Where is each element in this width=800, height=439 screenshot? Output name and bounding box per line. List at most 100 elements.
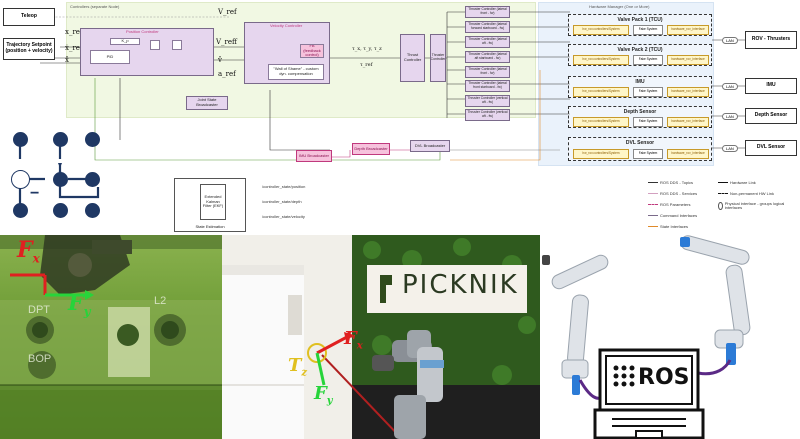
valve1-interface-label: hardware_rov_interface bbox=[671, 27, 705, 32]
teleop-label: Teleop bbox=[21, 13, 37, 20]
gain-label: K_p bbox=[121, 38, 129, 44]
lab-fy-axis: Fy bbox=[314, 383, 333, 407]
dvl-group-title: DVL Sensor bbox=[625, 140, 655, 146]
thruster-allocation-label: Thruster Controller bbox=[430, 53, 446, 61]
trajectory-setpoint-box: Trajectory Setpoint (position + velocity… bbox=[3, 38, 55, 60]
dvl-interface: hardware_rov_interface bbox=[667, 149, 709, 159]
thruster-label-4: Thruster Controller (lateral aft starboa… bbox=[468, 52, 507, 60]
thrust-controller: Thrust Controller bbox=[400, 34, 425, 82]
imu-box: IMU bbox=[745, 78, 797, 94]
valve-pack-1-group: Valve Pack 1 (TCU) hw_rov.controllers/Sy… bbox=[568, 14, 712, 36]
signal-x-ref: x_ref bbox=[65, 28, 83, 36]
imu-label: IMU bbox=[766, 82, 776, 89]
position-controller-title: Position Controller bbox=[126, 29, 159, 34]
velocity-controller-title: Velocity Controller bbox=[270, 23, 303, 28]
loop-node-8 bbox=[85, 203, 100, 218]
loop-node-5 bbox=[85, 172, 100, 187]
legend-parameters-label: ROS Parameters bbox=[660, 202, 691, 207]
lab-photo: PICKNIK Tz Fx Fy bbox=[222, 235, 540, 439]
legend-physical: Physical interface - groups logical inte… bbox=[718, 201, 796, 211]
lan-pill-1: LAN bbox=[722, 37, 738, 44]
thruster-label-1: Thruster Controller (lateral front - fw) bbox=[468, 7, 507, 15]
thruster-controller-6: Thruster Controller (lateral front starb… bbox=[465, 80, 510, 92]
legend-physical-swatch bbox=[718, 202, 723, 211]
depth-component-label: hw_rov.controllers/System bbox=[582, 119, 620, 124]
wall-of-shame-block: "Wall of Shame" - custom dyn. compensati… bbox=[268, 64, 324, 80]
ros-logo-text: ROS bbox=[638, 365, 690, 390]
thruster-label-7: Thruster Controller (vertical aft - fw) bbox=[467, 96, 508, 104]
valve1-component-label: hw_rov.controllers/System bbox=[582, 27, 620, 32]
pid-label: PID bbox=[106, 53, 114, 59]
legend-topics-label: ROS DDS - Topics bbox=[660, 180, 694, 185]
underwater-scene bbox=[0, 235, 222, 439]
gain-block: K_p bbox=[110, 38, 140, 45]
dvl-fake-label: Fake System bbox=[638, 151, 658, 156]
dvl-sensor-box: DVL Sensor bbox=[745, 140, 797, 156]
topic-depth: /controller_state/depth bbox=[262, 199, 302, 204]
dvl-component: hw_rov.controllers/System bbox=[573, 149, 629, 159]
loop-node-3 bbox=[85, 132, 100, 147]
legend-command-swatch bbox=[648, 215, 658, 216]
valve1-fake-label: Fake System bbox=[638, 27, 658, 32]
loop-node-2 bbox=[53, 132, 68, 147]
legend-state: State Interfaces bbox=[648, 224, 688, 229]
depth-broadcaster-label: Depth Broadcaster bbox=[354, 145, 388, 151]
lab-tz-axis: Tz bbox=[288, 355, 307, 379]
lab-scene bbox=[222, 235, 540, 439]
signal-tau: τ_x, τ_y, τ_z bbox=[352, 46, 382, 52]
valve2-fake: Fake System bbox=[633, 55, 663, 65]
thruster-label-6: Thruster Controller (lateral front starb… bbox=[468, 81, 507, 89]
state-estimation-title: State Estimation bbox=[195, 224, 225, 230]
lab-tz-sub: z bbox=[301, 367, 308, 379]
loop-minus-sign: − bbox=[30, 185, 40, 202]
legend-topics: ROS DDS - Topics bbox=[648, 180, 693, 185]
imu-component-label: hw_rov.controllers/System bbox=[582, 89, 620, 94]
joint-state-label: Joint State Broadcaster bbox=[196, 97, 218, 107]
uw-fx-letter: F bbox=[17, 237, 33, 263]
imu-broadcaster: IMU Broadcaster bbox=[296, 150, 332, 162]
legend-services-swatch bbox=[648, 193, 658, 194]
legend-services-label: ROS DDS - Services bbox=[660, 191, 698, 196]
dvl-fake: Fake System bbox=[633, 149, 663, 159]
wall-of-shame-label: "Wall of Shame" - custom dyn. compensati… bbox=[273, 66, 319, 76]
imu-interface-label: hardware_rov_interface bbox=[671, 89, 705, 94]
dvl-broadcaster: DVL Broadcaster bbox=[410, 140, 450, 152]
dvl-component-label: hw_rov.controllers/System bbox=[582, 151, 620, 156]
sum-block-2 bbox=[172, 40, 182, 50]
legend-state-swatch bbox=[648, 226, 658, 227]
depth-sensor-label: Depth Sensor bbox=[754, 112, 788, 119]
valve2-component-label: hw_rov.controllers/System bbox=[582, 57, 620, 62]
depth-interface: hardware_rov_interface bbox=[667, 117, 709, 127]
valve-pack-1-title: Valve Pack 1 (TCU) bbox=[617, 17, 663, 23]
signal-v-reff: V_reff bbox=[216, 38, 238, 46]
signal-x-dot-ref: ẋ_ref bbox=[65, 44, 83, 52]
loop-sum-node bbox=[11, 170, 30, 189]
imu-component: hw_rov.controllers/System bbox=[573, 87, 629, 97]
rov-thrusters-box: ROV - Thrusters bbox=[745, 31, 797, 49]
legend-topics-swatch bbox=[648, 182, 658, 183]
legend-nonperm-link: Non-permanent HW Link bbox=[718, 191, 774, 196]
depth-group: Depth Sensor hw_rov.controllers/System F… bbox=[568, 106, 712, 128]
legend-nonperm-swatch bbox=[718, 193, 728, 194]
thruster-controller-8: Thruster Controller (vertical aft - fw) bbox=[465, 109, 510, 121]
valve1-interface: hardware_rov_interface bbox=[667, 25, 709, 35]
ros-scene bbox=[542, 235, 751, 439]
imu-group-title: IMU bbox=[635, 79, 645, 85]
fb-control-block: FB (feedback control) bbox=[300, 44, 324, 58]
ekf-label: Extended Kalman Filter (EKF) bbox=[202, 194, 224, 209]
uw-fx-sub: x bbox=[32, 251, 40, 266]
imu-fake-label: Fake System bbox=[638, 89, 658, 94]
loop-node-4 bbox=[53, 172, 68, 187]
signal-v-hat: v̂ bbox=[218, 56, 222, 64]
valve2-interface-label: hardware_rov_interface bbox=[671, 57, 705, 62]
lab-fx-sub: x bbox=[356, 340, 363, 352]
thruster-controller-3: Thruster Controller (lateral aft - fw) bbox=[465, 36, 510, 48]
uw-label-l2: L2 bbox=[154, 295, 167, 307]
architecture-diagram: Controllers (separate Node) Hardware Man… bbox=[3, 2, 797, 232]
uw-fy-sub: y bbox=[83, 304, 91, 319]
uw-fy-axis: Fy bbox=[68, 290, 91, 318]
ekf-block: Extended Kalman Filter (EKF) bbox=[200, 184, 226, 220]
thruster-controller-2: Thruster Controller (lateral forward sta… bbox=[465, 21, 510, 33]
topic-position: /controller_state/position bbox=[262, 184, 306, 189]
thruster-allocation: Thruster Controller bbox=[430, 34, 446, 82]
